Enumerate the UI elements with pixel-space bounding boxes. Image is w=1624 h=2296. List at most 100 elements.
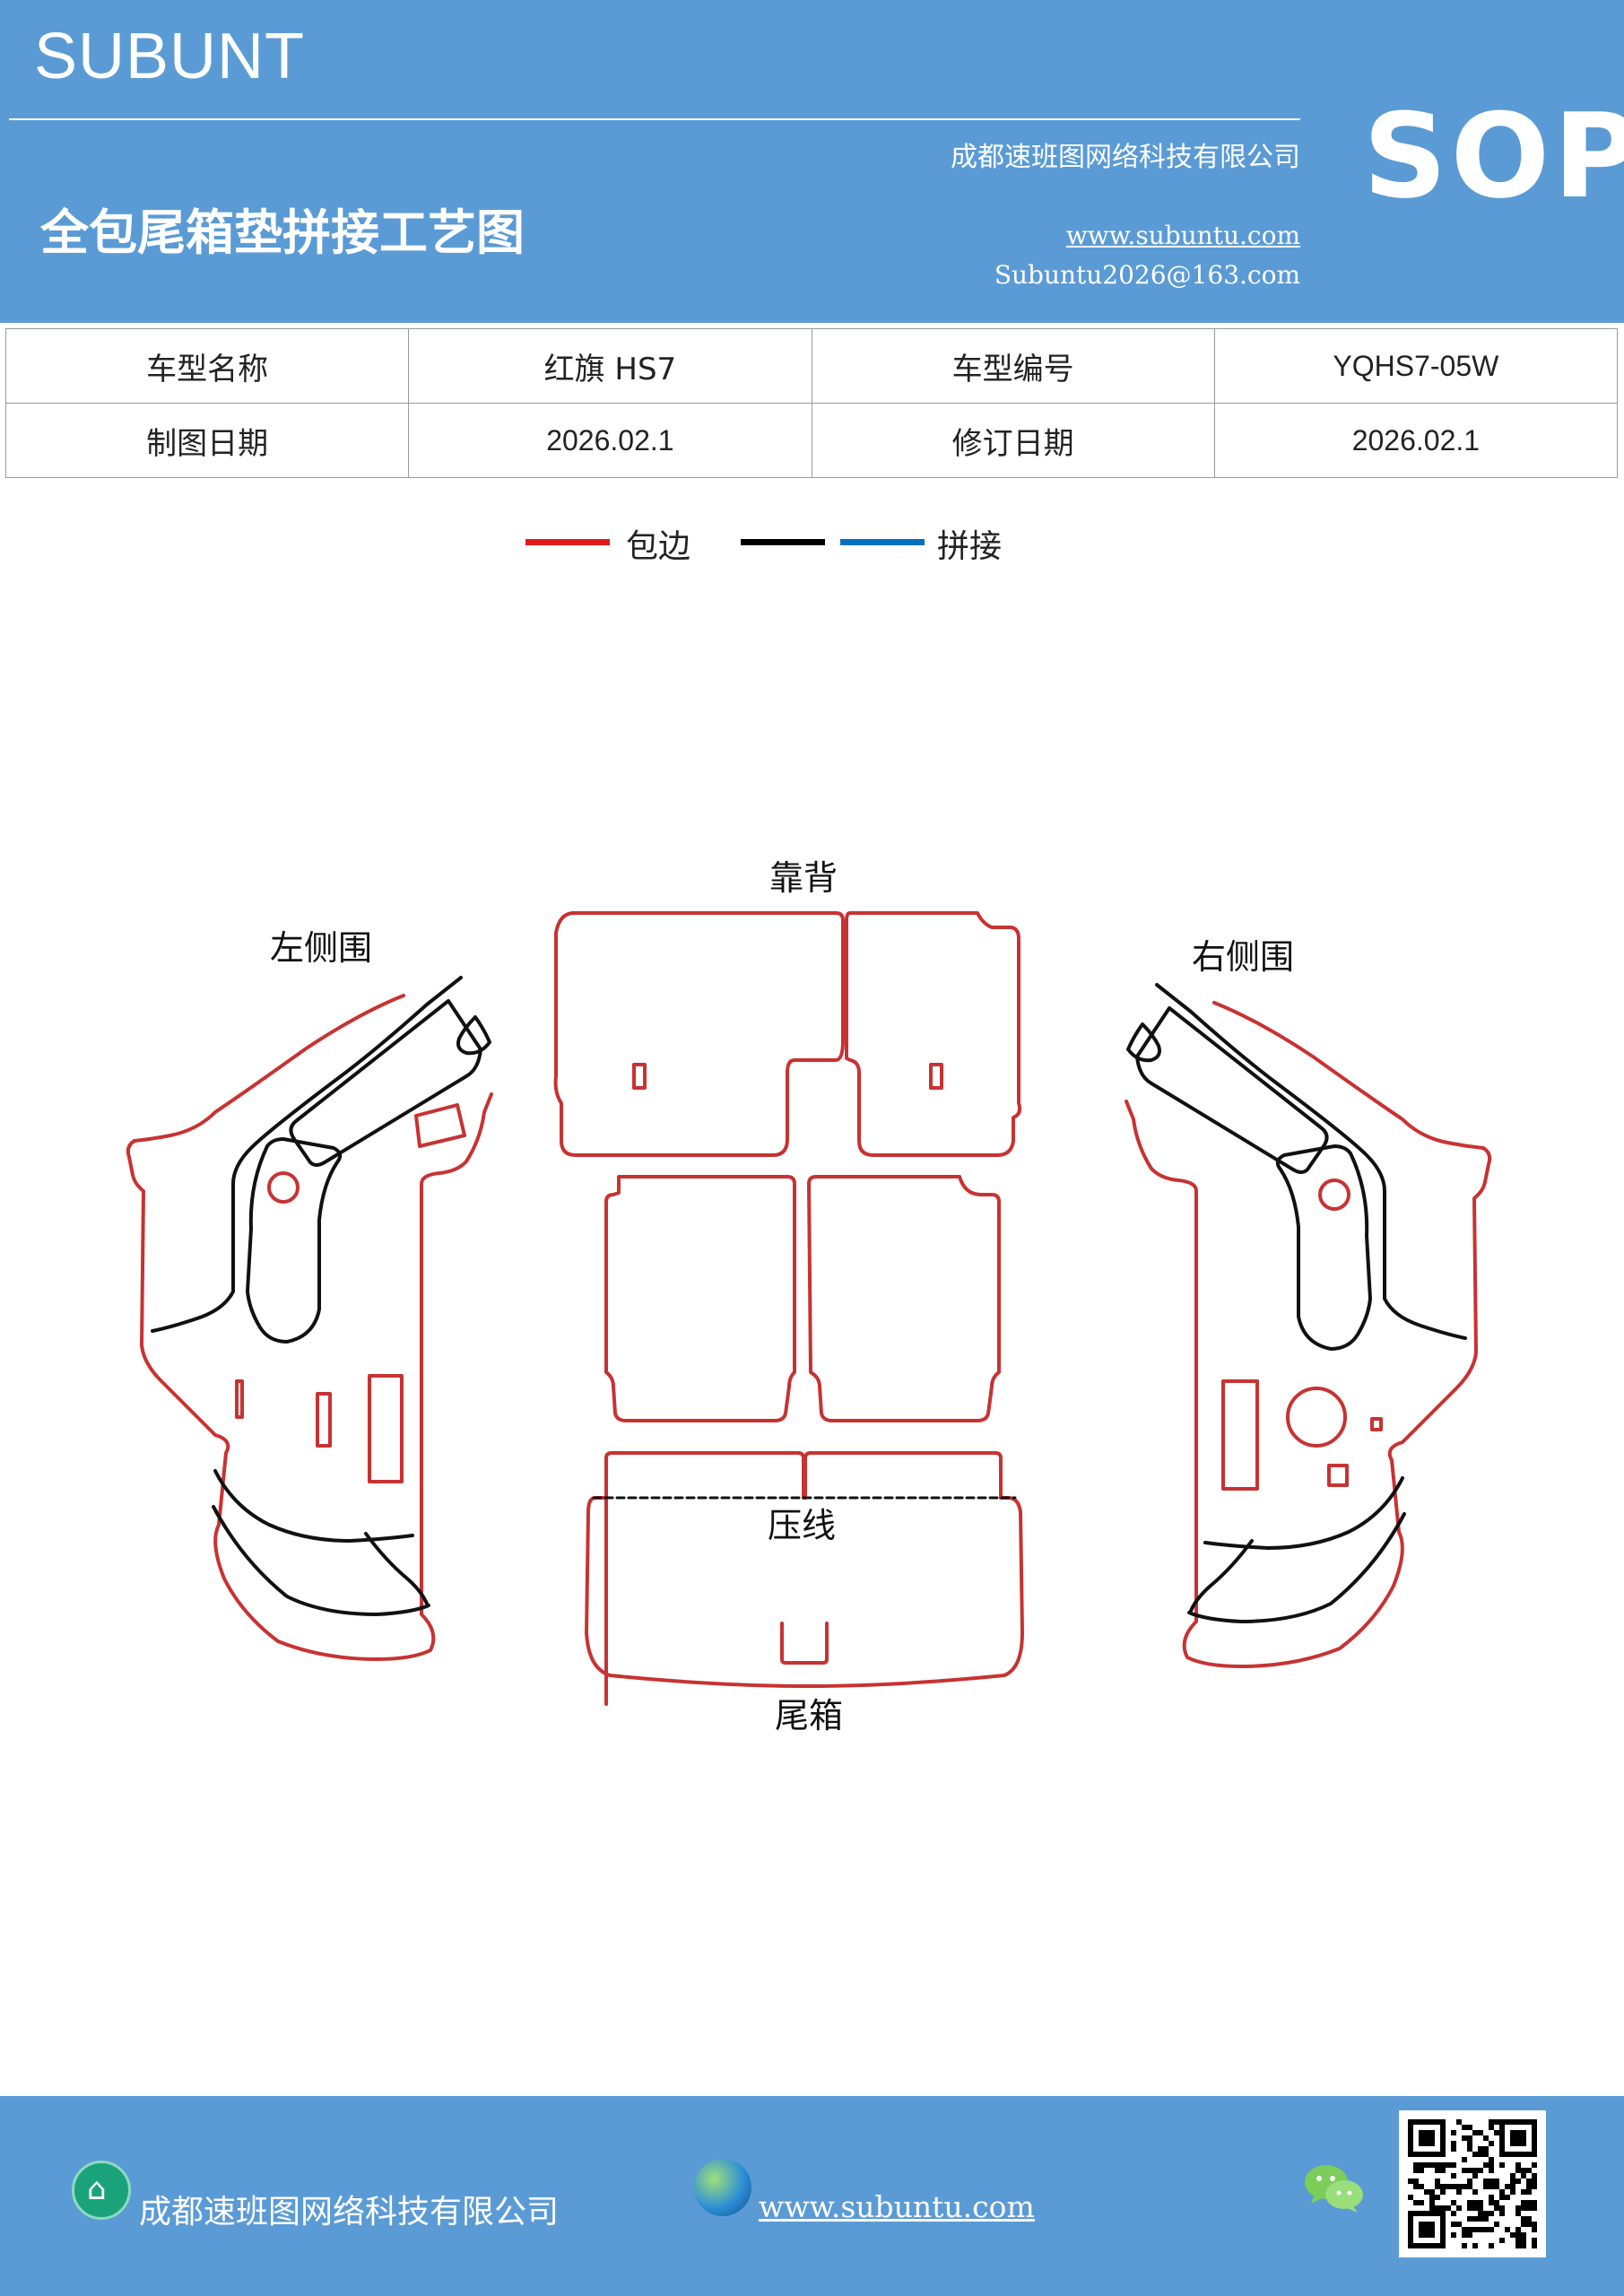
qr-module [1472, 2216, 1478, 2222]
qr-module [1478, 2130, 1483, 2135]
qr-module [1489, 2243, 1494, 2248]
qr-module [1532, 2222, 1537, 2227]
qr-module [1526, 2200, 1532, 2205]
qr-module [1483, 2152, 1489, 2157]
qr-module [1483, 2227, 1489, 2232]
qr-module [1467, 2146, 1472, 2152]
qr-module [1510, 2173, 1515, 2179]
qr-module [1472, 2152, 1478, 2157]
qr-module [1456, 2222, 1462, 2227]
qr-module [1472, 2205, 1478, 2211]
qr-module [1467, 2184, 1472, 2189]
qr-module [1413, 2200, 1419, 2205]
qr-module [1472, 2168, 1478, 2173]
qr-module [1521, 2200, 1526, 2205]
qr-module [1515, 2162, 1521, 2168]
header-divider [9, 118, 1300, 120]
qr-module [1424, 2162, 1429, 2168]
left-side-slot-3 [368, 1374, 404, 1483]
footer-company-name: 成都速班图网络科技有限公司 [139, 2194, 560, 2231]
vehicle-info-table: 车型名称 红旗 HS7 车型编号 YQHS7-05W 制图日期 2026.02.… [4, 328, 1619, 478]
qr-module [1489, 2141, 1494, 2146]
qr-module [1499, 2211, 1505, 2216]
qr-module [1515, 2205, 1521, 2211]
qr-module [1494, 2130, 1499, 2135]
qr-module [1478, 2205, 1483, 2211]
website-link[interactable]: www.subuntu.com [1065, 221, 1300, 250]
qr-module [1429, 2205, 1435, 2211]
qr-module [1451, 2130, 1456, 2135]
qr-module [1472, 2173, 1478, 2179]
qr-module [1467, 2205, 1472, 2211]
qr-module [1532, 2238, 1537, 2243]
right-side-seam-upper [1155, 983, 1467, 1340]
left-side-seam-bottom [212, 1505, 430, 1616]
left-side-slot-1 [235, 1379, 244, 1419]
qr-module [1483, 2179, 1489, 2184]
qr-module [1521, 2205, 1526, 2211]
qr-module [1494, 2179, 1499, 2184]
qr-module [1499, 2162, 1505, 2168]
qr-module [1489, 2162, 1494, 2168]
qr-module [1451, 2184, 1456, 2189]
trunk-floor-panel [585, 1496, 1024, 1688]
qr-module [1515, 2243, 1521, 2248]
qr-module [1510, 2232, 1515, 2238]
qr-module [1419, 2184, 1424, 2189]
trunk-floor-notch [780, 1622, 829, 1665]
qr-module [1472, 2130, 1478, 2135]
qr-module [1440, 2189, 1446, 2195]
mat-diagram: 靠背 左侧围 右侧围 压线 尾箱 [126, 858, 1492, 1735]
qr-module [1451, 2222, 1456, 2227]
qr-module [1472, 2243, 1478, 2248]
qr-module [1515, 2168, 1521, 2173]
qr-module [1532, 2162, 1537, 2168]
wechat-icon[interactable] [1302, 2161, 1365, 2214]
right-side-slot-2 [1327, 1464, 1349, 1487]
qr-module [1526, 2216, 1532, 2222]
qr-module [1451, 2162, 1456, 2168]
qr-module [1429, 2200, 1435, 2205]
backrest-right-panel [845, 911, 1022, 1157]
qr-module [1521, 2222, 1526, 2227]
footer-website-link[interactable]: www.subuntu.com [759, 2189, 1035, 2224]
qr-module [1451, 2173, 1456, 2179]
footer-banner: ⌂ 成都速班图网络科技有限公司 www.subuntu.com [0, 2096, 1624, 2296]
qr-module [1472, 2189, 1478, 2195]
qr-module [1440, 2162, 1446, 2168]
qr-module [1435, 2162, 1440, 2168]
backrest-left-slot [632, 1063, 647, 1090]
qr-module [1462, 2125, 1467, 2130]
qr-module [1489, 2119, 1494, 2125]
qr-module [1478, 2227, 1483, 2232]
qr-module [1478, 2168, 1483, 2173]
qr-module [1472, 2227, 1478, 2232]
qr-module [1419, 2200, 1424, 2205]
qr-module [1429, 2162, 1435, 2168]
qr-module [1494, 2119, 1499, 2125]
qr-module [1467, 2227, 1472, 2232]
qr-module [1413, 2184, 1419, 2189]
qr-code[interactable] [1399, 2110, 1546, 2257]
right-side-outline [1125, 1001, 1492, 1668]
qr-module [1440, 2205, 1446, 2211]
qr-module [1446, 2162, 1451, 2168]
qr-module [1413, 2162, 1419, 2168]
qr-module [1462, 2168, 1467, 2173]
qr-module [1521, 2238, 1526, 2243]
qr-module [1505, 2184, 1510, 2189]
qr-module [1483, 2146, 1489, 2152]
document-title: 全包尾箱垫拼接工艺图 [40, 204, 525, 261]
qr-module [1424, 2189, 1429, 2195]
qr-module [1419, 2162, 1424, 2168]
qr-module [1494, 2205, 1499, 2211]
qr-module [1435, 2205, 1440, 2211]
qr-module [1515, 2232, 1521, 2238]
value-model-code: YQHS7-05W [1213, 328, 1619, 404]
qr-module [1526, 2222, 1532, 2227]
qr-module [1489, 2195, 1494, 2200]
qr-module [1478, 2152, 1483, 2157]
company-name: 成都速班图网络科技有限公司 [951, 142, 1300, 173]
qr-module [1462, 2184, 1467, 2189]
email-address[interactable]: Subuntu2026@163.com [994, 260, 1300, 290]
